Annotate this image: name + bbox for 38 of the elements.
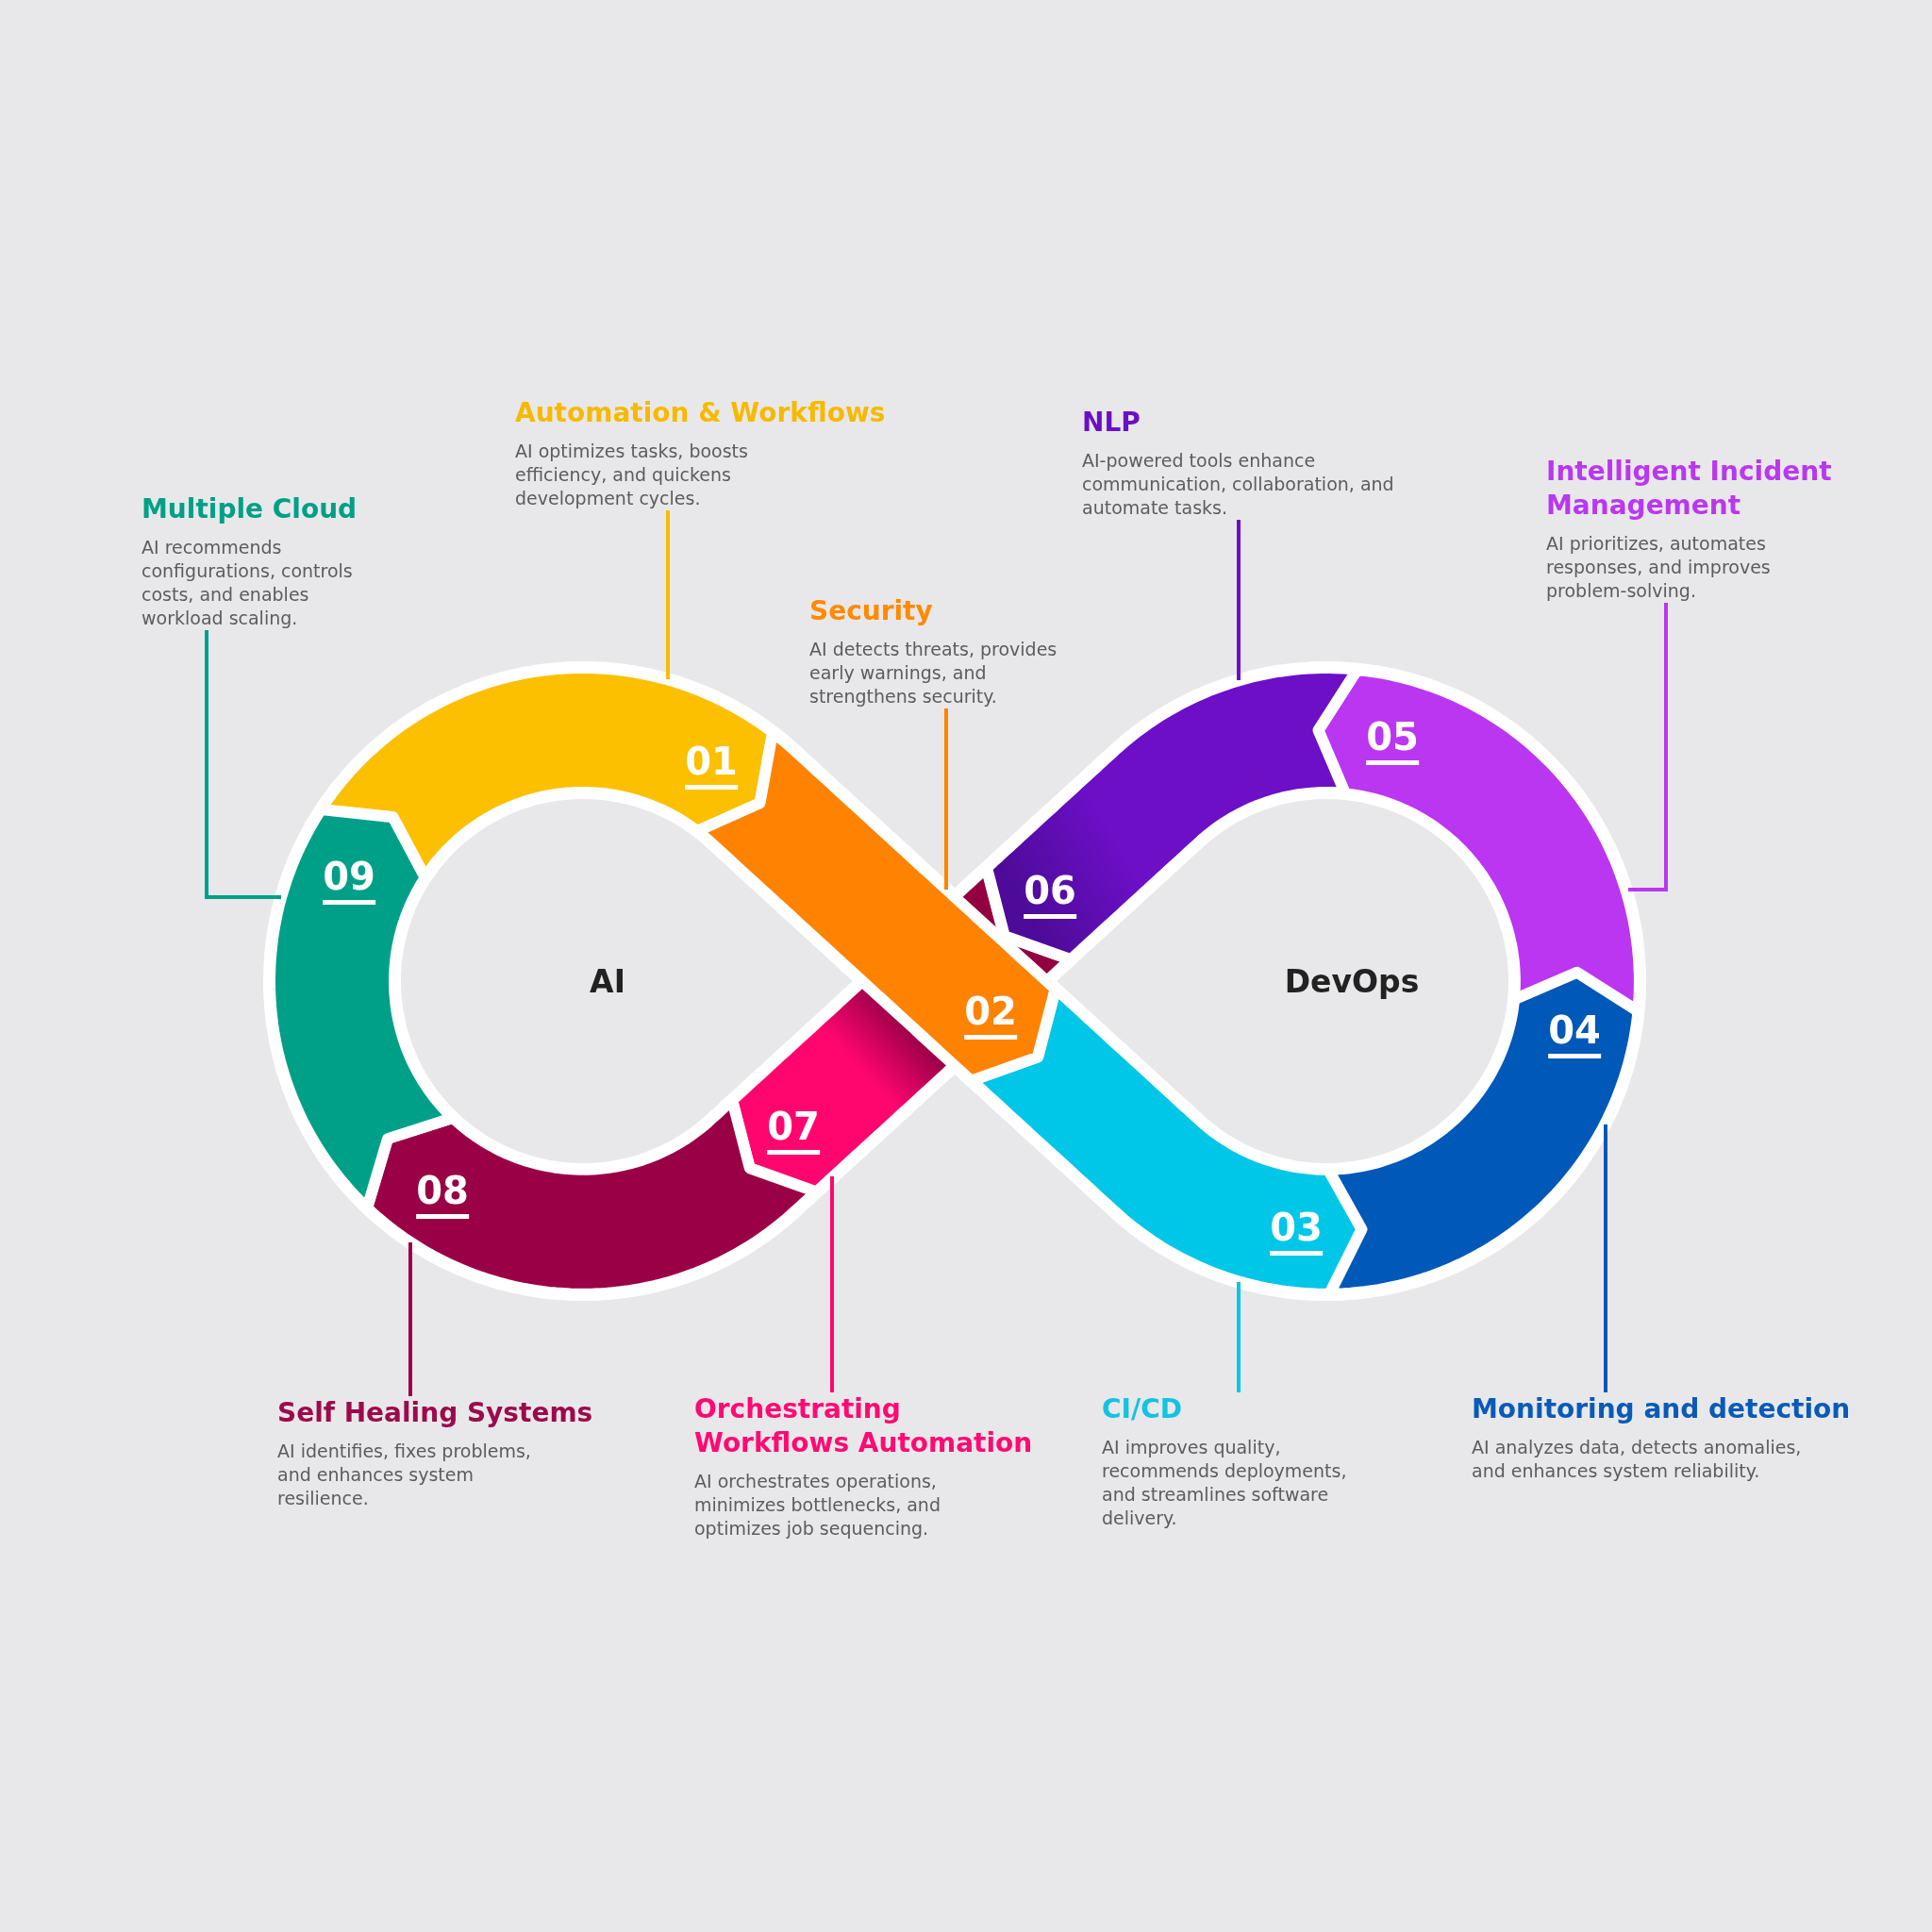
description-text: AI orchestrates operations, minimizes bottlenecks, and optimizes job sequencing. (694, 1470, 941, 1541)
step-number: 04 (1548, 1011, 1601, 1058)
step-number: 03 (1270, 1208, 1323, 1256)
leader-line (1237, 1280, 1241, 1392)
step-number: 07 (767, 1108, 820, 1155)
leader-line (1237, 520, 1241, 682)
leader-line (1604, 1123, 1607, 1392)
step-number: 09 (323, 858, 375, 905)
section-heading: Multiple Cloud (142, 492, 358, 526)
section-heading: Automation & Workflows (515, 396, 886, 430)
step-number: 08 (416, 1172, 469, 1219)
step-number: 01 (685, 742, 738, 790)
step-number: 02 (964, 992, 1017, 1040)
section-heading: Security (809, 594, 933, 628)
description-text: AI-powered tools enhance communication, collaboration, and automate tasks. (1082, 449, 1395, 520)
section-heading: CI/CD (1102, 1392, 1182, 1426)
leader-line (205, 630, 281, 899)
description-text: AI identifies, fixes problems, and enhances system resilience. (277, 1440, 532, 1510)
description-text: AI detects threats, provides early warnings, and strengthens security. (809, 638, 1058, 708)
leader-line (1628, 603, 1668, 891)
step-number: 06 (1024, 872, 1076, 919)
leader-line (944, 708, 948, 891)
leader-line (666, 510, 670, 681)
section-heading: Intelligent Incident Management (1546, 455, 1833, 523)
description-text: AI recommends configurations, controls costs, and enables workload scaling. (142, 536, 354, 630)
step-number: 05 (1366, 718, 1419, 765)
section-heading: Self Healing Systems (277, 1396, 593, 1430)
description-text: AI analyzes data, detects anomalies, and enhances system reliability. (1472, 1436, 1803, 1483)
description-text: AI improves quality, recommends deployments, and streamlines software delivery. (1102, 1436, 1348, 1530)
section-heading: Monitoring and detection (1472, 1392, 1851, 1426)
center-label: AI (590, 963, 625, 1001)
leader-line (830, 1174, 834, 1392)
description-text: AI prioritizes, automates responses, and improves problem-solving. (1546, 532, 1772, 603)
section-heading: NLP (1082, 406, 1141, 440)
description-text: AI optimizes tasks, boosts efficiency, and quickens development cycles. (515, 440, 749, 510)
section-heading: Orchestrating Workflows Automation (694, 1392, 1034, 1460)
center-label: DevOps (1284, 963, 1420, 1001)
leader-line (408, 1241, 412, 1396)
